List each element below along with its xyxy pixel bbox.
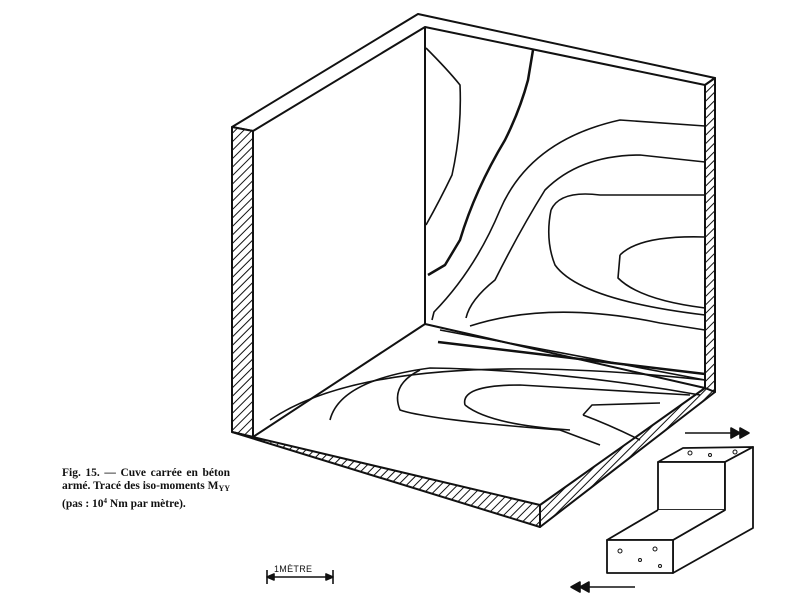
left-wall-section: [231, 126, 254, 438]
direction-arrow-left-icon: [570, 581, 635, 593]
caption-number: 10: [92, 498, 104, 510]
iso-moment-contours: [269, 47, 706, 446]
caption-symbol: M: [207, 480, 219, 492]
caption-text: Fig. 15. — Cuve carrée en béton armé. Tr…: [62, 467, 230, 492]
figure-caption: Fig. 15. — Cuve carrée en béton armé. Tr…: [62, 467, 230, 511]
caption-units: Nm par mètre).: [109, 498, 186, 510]
caption-subscript: YY: [218, 484, 230, 493]
right-wall-section: [704, 77, 716, 393]
scale-bar-label: 1MÈTRE: [274, 564, 313, 574]
floor-left-edge: [252, 323, 426, 438]
floor-right-section: [539, 387, 716, 528]
caption-step: (pas :: [62, 498, 90, 510]
direction-arrow-right-icon: [685, 427, 750, 439]
scale-bar: [266, 570, 334, 584]
tank-top-rim: [231, 13, 716, 132]
floor-front-section: [231, 431, 541, 528]
caption-exponent: 4: [103, 497, 108, 505]
wall-element-sketch: [606, 446, 754, 574]
